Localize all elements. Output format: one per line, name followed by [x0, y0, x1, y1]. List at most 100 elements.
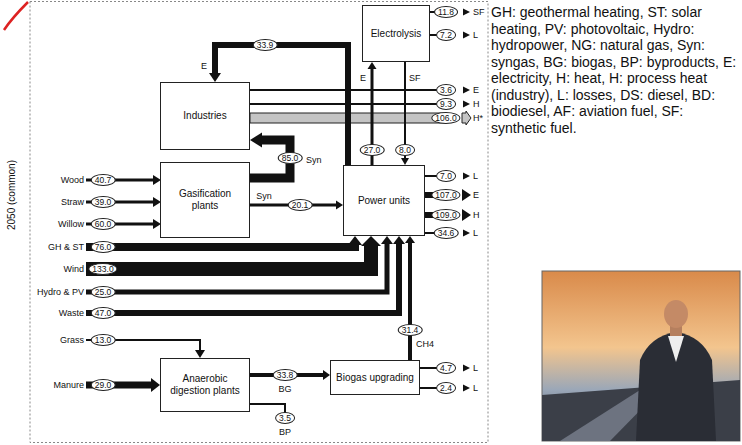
abbreviation-note: GH: geothermal heating, ST: solar heatin…: [491, 4, 739, 136]
flow-label: H: [473, 210, 480, 220]
callout-number: 25.0: [91, 286, 116, 298]
callout-number: 3.6: [436, 84, 456, 96]
callout-number: 34.6: [434, 227, 459, 239]
check-mark: [4, 2, 28, 30]
flow-label: SF: [409, 73, 421, 83]
arrow-head: [463, 365, 470, 372]
callout-number: 47.0: [91, 307, 116, 319]
callout-number: 27.0: [360, 144, 385, 156]
arrow-head: [323, 370, 330, 380]
flow-label: BP: [279, 427, 291, 437]
arrow-head: [393, 236, 405, 244]
arrow-head: [336, 201, 343, 210]
process-box: Anaerobic digestion plants: [160, 358, 250, 412]
arrow-head: [462, 209, 471, 221]
callout-number: 85.0: [278, 152, 303, 164]
arrow-head: [463, 32, 470, 39]
callout-number: 29.0: [91, 379, 116, 391]
flow-line: [86, 244, 399, 313]
box-label: Biogas upgrading: [336, 372, 414, 384]
flow-line: [86, 246, 371, 269]
callout-number: 33.9: [253, 39, 278, 51]
flow-label: GH & ST: [48, 242, 84, 252]
callout-number: 20.1: [288, 199, 313, 211]
flow-label: BG: [278, 384, 291, 394]
callout-number: 133.0: [88, 263, 117, 275]
callout-number: 31.4: [398, 324, 423, 336]
flow-line: [86, 245, 355, 247]
flow-label: E: [473, 85, 479, 95]
arrow-head: [361, 236, 381, 246]
flow-connector: [250, 370, 330, 380]
callout-number: 8.0: [395, 144, 415, 156]
callout-number: 39.0: [91, 196, 116, 208]
arrow-head: [463, 173, 470, 180]
box-label: Power units: [358, 195, 410, 207]
callout-number: 4.7: [436, 362, 456, 374]
process-box: Gasification plants: [160, 162, 250, 238]
callout-number: 11.8: [434, 6, 458, 18]
process-box: Industries: [160, 82, 250, 150]
callout-number: 76.0: [91, 241, 116, 253]
arrow-head: [368, 62, 377, 69]
box-label: Gasification plants: [165, 188, 245, 212]
arrow-head: [250, 133, 262, 148]
callout-number: 7.0: [436, 170, 456, 182]
callout-number: 2.4: [436, 382, 456, 394]
flow-label: H: [473, 99, 480, 109]
flow-label: E: [201, 61, 207, 71]
flow-label: E: [360, 73, 366, 83]
arrow-head: [401, 158, 409, 165]
process-box: Electrolysis: [362, 5, 430, 62]
arrow-head: [462, 189, 471, 201]
flow-label: L: [473, 228, 478, 238]
flow-label: Waste: [59, 308, 84, 318]
flow-label: Hydro & PV: [37, 287, 84, 297]
person-body: [636, 332, 716, 441]
presenter-video: [542, 271, 740, 441]
callout-number: 3.5: [275, 412, 295, 424]
flow-label: L: [473, 363, 478, 373]
process-box: Biogas upgrading: [330, 360, 420, 395]
frame-border: [30, 2, 488, 443]
flow-label: 2050 (common): [7, 160, 17, 230]
arrow-head: [151, 378, 160, 392]
arrow-head: [405, 236, 415, 243]
callout-number: 60.0: [91, 218, 116, 230]
arrow-head: [463, 230, 470, 237]
flow-label: Grass: [60, 335, 84, 345]
arrow-head: [463, 101, 470, 108]
callout-number: 9.3: [436, 98, 456, 110]
callout-number: 107.0: [431, 189, 460, 201]
box-label: Industries: [183, 110, 226, 122]
arrow-head: [463, 385, 470, 392]
arrow-head: [209, 73, 221, 82]
flow-label: Straw: [61, 197, 84, 207]
flow-label: Wood: [61, 175, 84, 185]
callout-number: 40.7: [91, 174, 116, 186]
arrow-head: [348, 236, 362, 245]
arrow-head: [195, 350, 205, 358]
flow-label: L: [473, 30, 478, 40]
flow-label: Manure: [53, 380, 84, 390]
flow-label: L: [473, 383, 478, 393]
person-head: [664, 300, 688, 328]
flow-label: Syn: [306, 155, 322, 165]
callout-number: 13.0: [91, 334, 116, 346]
arrow-head: [463, 87, 470, 94]
flow-line: [86, 244, 387, 292]
flow-connector: [405, 236, 415, 360]
flow-label: E: [473, 190, 479, 200]
flow-label: Wind: [63, 264, 84, 274]
box-label: Anaerobic digestion plants: [165, 373, 245, 397]
process-box: Power units: [343, 165, 425, 236]
callout-number: 33.8: [273, 369, 298, 381]
box-label: Electrolysis: [371, 28, 422, 40]
flow-label: Willow: [58, 219, 84, 229]
callout-number: 109.0: [431, 209, 460, 221]
video-frame: [542, 271, 740, 441]
flow-label: H*: [473, 113, 483, 123]
flow-label: L: [473, 171, 478, 181]
flow-label: CH4: [416, 339, 434, 349]
